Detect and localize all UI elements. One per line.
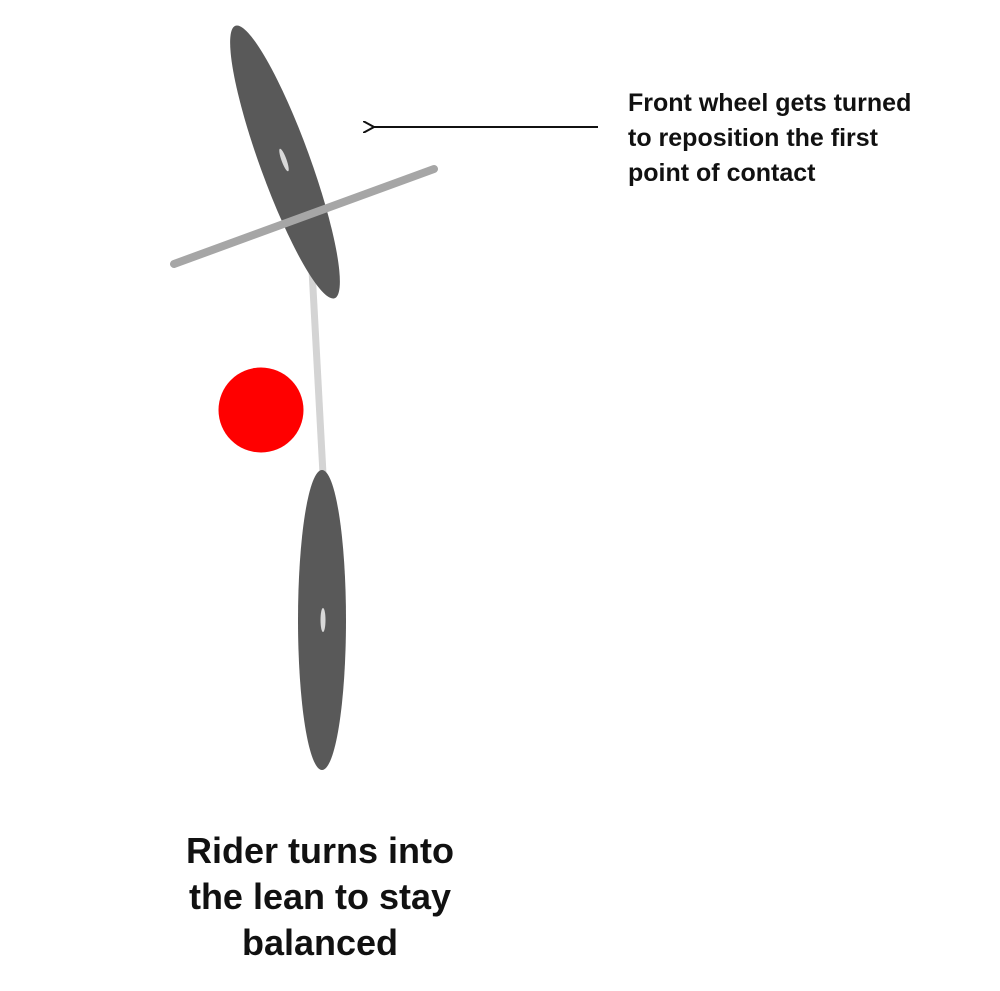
- front-wheel-annotation: Front wheel gets turned to reposition th…: [628, 86, 988, 191]
- annotation-line-2: to reposition the first: [628, 124, 878, 152]
- rider-center-of-mass: [218, 367, 304, 453]
- annotation-line-3: point of contact: [628, 159, 816, 187]
- handlebar: [170, 165, 438, 268]
- caption-line-1: Rider turns into: [186, 830, 454, 871]
- caption-line-2: the lean to stay: [188, 876, 452, 917]
- diagram-caption: Rider turns into the lean to stay balanc…: [120, 828, 520, 966]
- annotation-line-1: Front wheel gets turned: [628, 89, 912, 117]
- caption-line-3: balanced: [241, 922, 399, 963]
- rear-wheel-hub: [320, 608, 326, 632]
- front-wheel-hub: [279, 148, 289, 172]
